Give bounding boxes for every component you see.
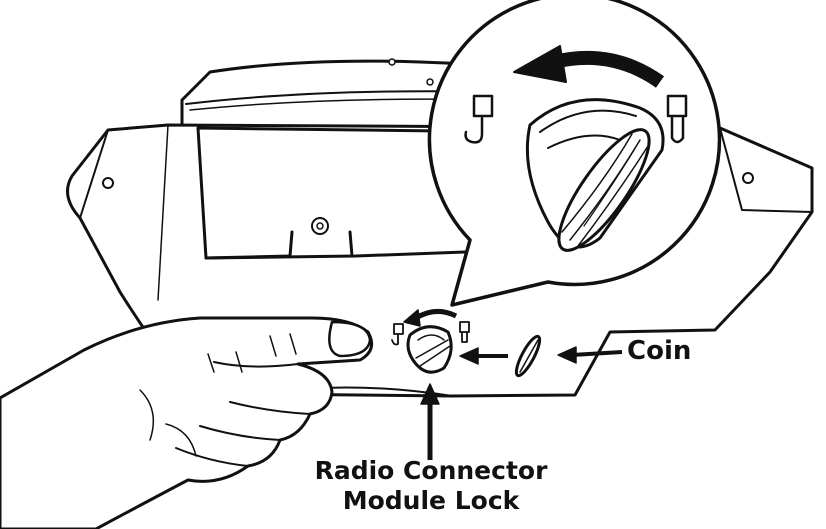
module-lock-label-line1: Radio Connector (286, 456, 576, 486)
coin-label: Coin (627, 336, 691, 366)
module-lock-label: Radio Connector Module Lock (286, 456, 576, 516)
module-lock-label-line2: Module Lock (286, 486, 576, 516)
screw-hole-right (743, 173, 753, 183)
screw-hole-left (103, 178, 113, 188)
